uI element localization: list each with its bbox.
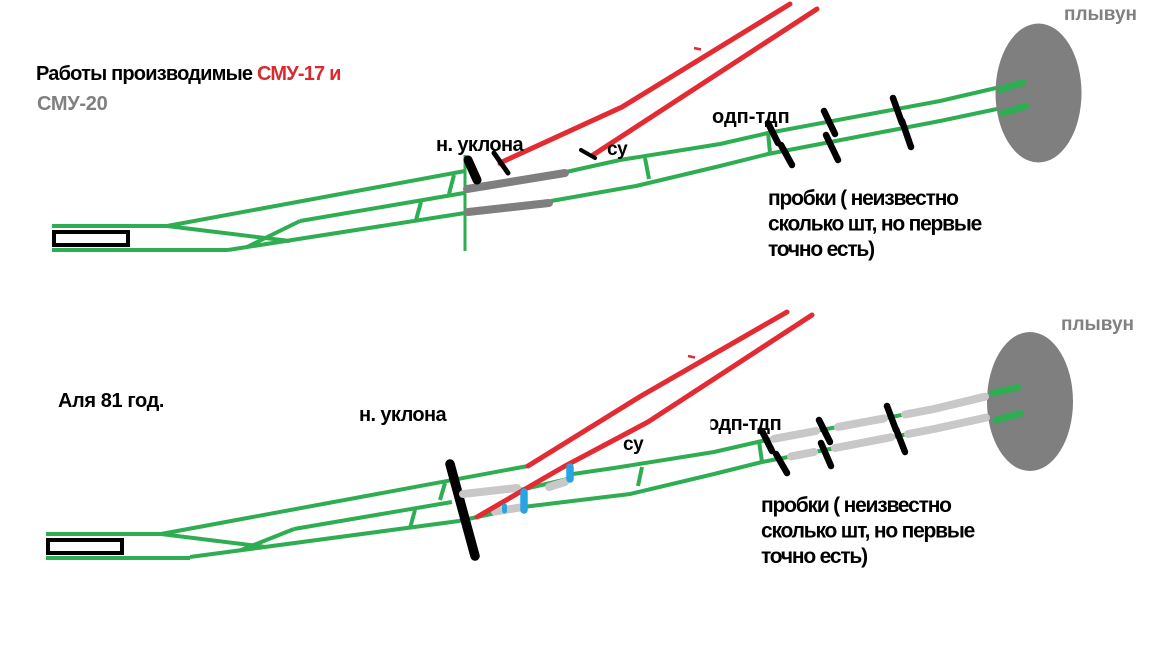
svg-text:сколько шт, но первые: сколько шт, но первые (761, 520, 975, 543)
svg-text:Работы производимые СМУ-17 и: Работы производимые СМУ-17 и (36, 63, 341, 85)
svg-text:н. уклона: н. уклона (359, 404, 448, 426)
svg-text:одп-тдп: одп-тдп (712, 106, 790, 128)
svg-text:плывун: плывун (1061, 314, 1134, 335)
svg-text:су: су (607, 139, 628, 160)
svg-text:одп-тдп: одп-тдп (707, 413, 781, 435)
svg-text:точно есть): точно есть) (768, 238, 874, 261)
svg-text:СМУ-20: СМУ-20 (37, 93, 108, 115)
svg-text:пробки ( неизвестно: пробки ( неизвестно (768, 187, 958, 210)
svg-text:пробки ( неизвестно: пробки ( неизвестно (761, 494, 951, 517)
svg-text:н. уклона: н. уклона (436, 134, 525, 156)
svg-text:Аля 81 год.: Аля 81 год. (58, 390, 164, 412)
svg-text:сколько шт, но первые: сколько шт, но первые (768, 213, 982, 236)
svg-text:су: су (623, 434, 644, 455)
svg-text:точно есть): точно есть) (761, 545, 867, 568)
svg-text:плывун: плывун (1064, 4, 1137, 25)
